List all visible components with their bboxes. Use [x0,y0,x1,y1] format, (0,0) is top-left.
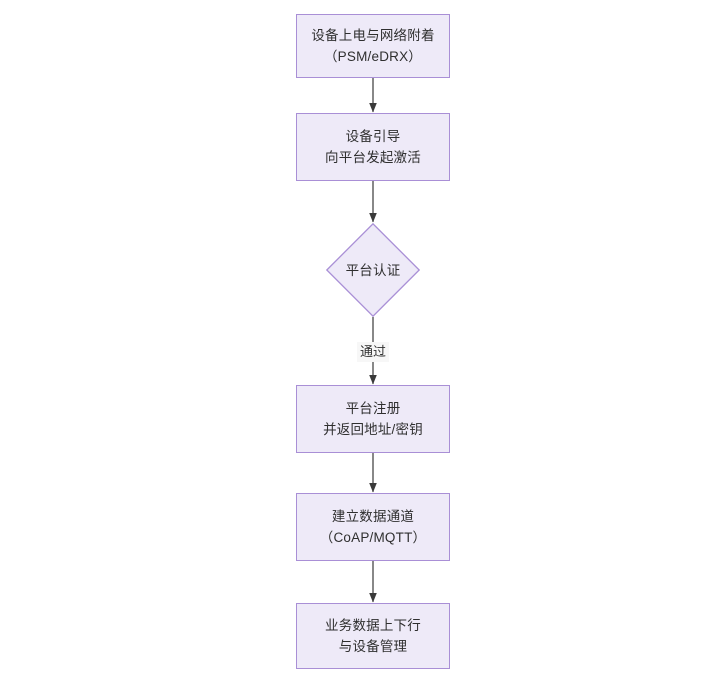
edge-label-e3: 通过 [356,342,390,362]
node-text-line: 与设备管理 [338,639,408,654]
process-node-n2: 设备引导向平台发起激活 [296,113,450,181]
process-node-n1: 设备上电与网络附着 （PSM/eDRX） [296,14,450,78]
node-text-line: 平台认证 [345,262,401,278]
node-text-line: 并返回地址/密钥 [323,422,423,437]
process-node-n5: 建立数据通道 （CoAP/MQTT） [296,493,450,561]
node-text-line: 业务数据上下行 [325,618,421,633]
node-text-line: 向平台发起激活 [325,150,421,165]
process-node-n6: 业务数据上下行与设备管理 [296,603,450,669]
process-node-n4: 平台注册并返回地址/密钥 [296,385,450,453]
node-text-line: 设备引导 [345,129,401,144]
node-text-line: 平台注册 [345,401,401,416]
node-text-line: 建立数据通道 [331,509,415,524]
node-text-line: （PSM/eDRX） [323,49,423,64]
node-text-line: 设备上电与网络附着 [311,28,435,43]
decision-node-n3: 平台认证 [326,223,420,317]
node-label: 平台认证 [346,260,401,281]
diamond-shape-icon [326,223,420,317]
node-text-line: （CoAP/MQTT） [319,530,427,545]
